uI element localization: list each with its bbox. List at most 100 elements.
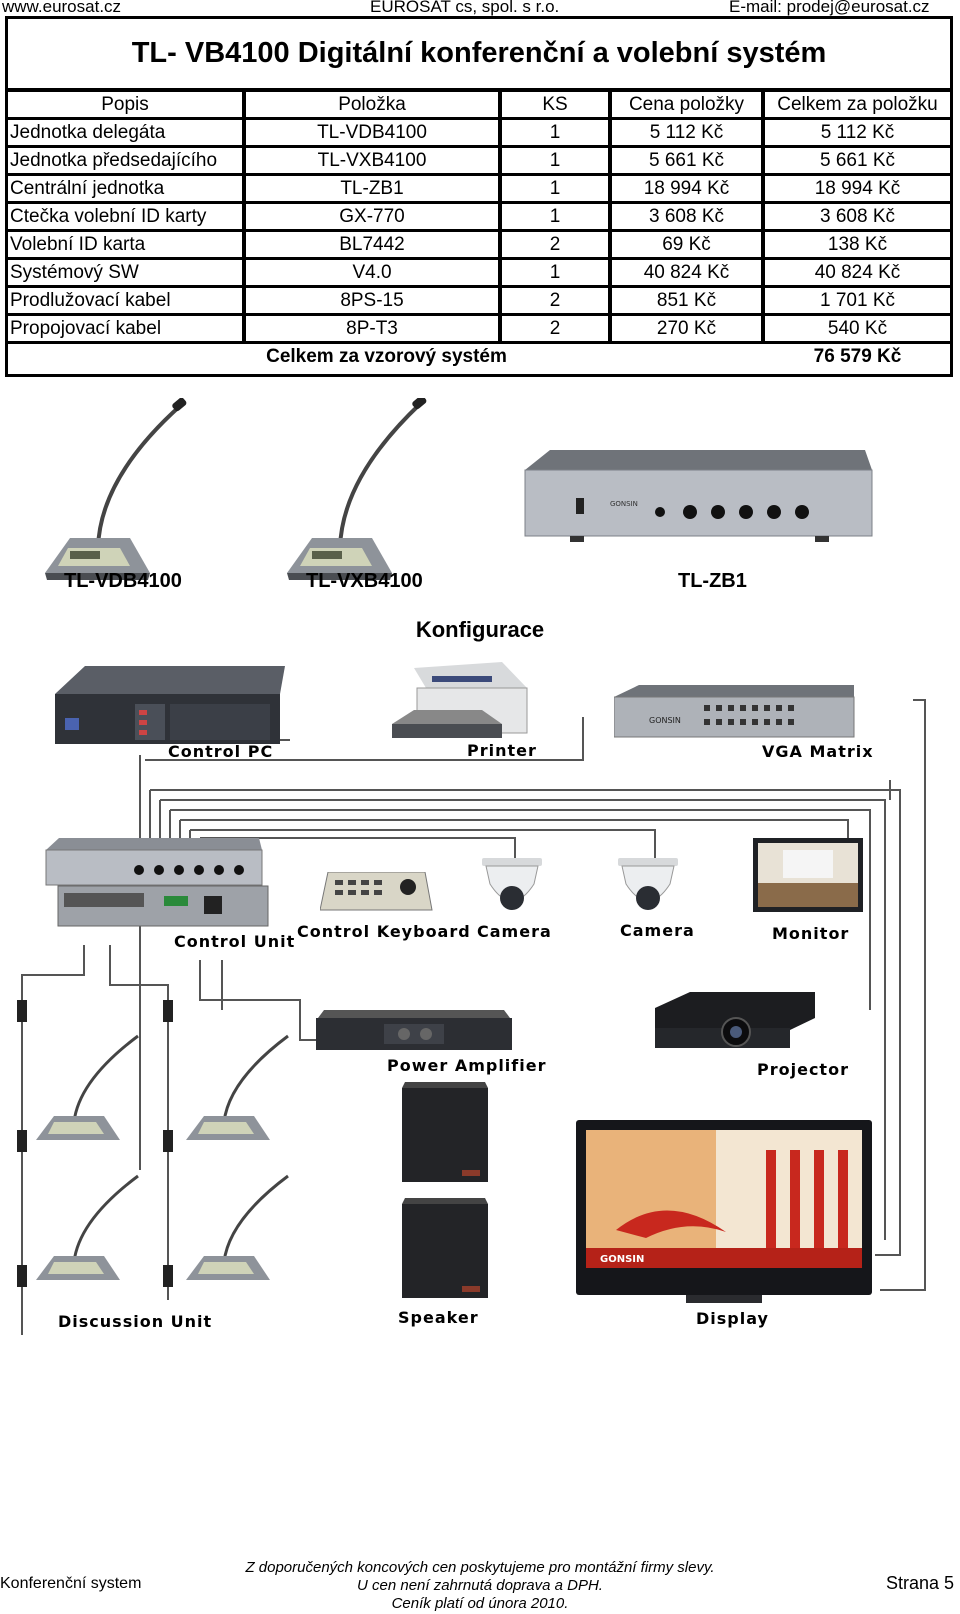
cell-description: Ctečka volební ID karty (8, 204, 246, 232)
cell-total: 540 Kč (765, 316, 950, 344)
device-label-control-keyboard: Control Keyboard (297, 922, 471, 941)
cell-item: TL-VXB4100 (246, 148, 502, 176)
cell-item: V4.0 (246, 260, 502, 288)
device-label-power-amplifier: Power Amplifier (387, 1056, 547, 1075)
device-label-speaker: Speaker (398, 1308, 479, 1327)
table-row: Volební ID karta BL7442 2 69 Kč 138 Kč (8, 232, 950, 260)
discussion-unit-image (36, 1034, 139, 1140)
table-total-row: Celkem za vzorový systém 76 579 Kč (8, 344, 950, 369)
title-divider (8, 88, 950, 92)
config-title: Konfigurace (415, 617, 545, 642)
cell-item: GX-770 (246, 204, 502, 232)
cell-total: 40 824 Kč (765, 260, 950, 288)
column-header: Celkem za položku (765, 92, 950, 120)
cell-unit-price: 851 Kč (612, 288, 765, 316)
control-unit-image (45, 838, 269, 927)
product-label-central: TL-ZB1 (678, 570, 747, 592)
footer-notes: Z doporučených koncových cen poskytujeme… (0, 1559, 960, 1613)
cell-description: Jednotka předsedajícího (8, 148, 246, 176)
cell-unit-price: 270 Kč (612, 316, 765, 344)
device-label-discussion-unit: Discussion Unit (58, 1312, 213, 1331)
header-website[interactable]: www.eurosat.cz (2, 0, 122, 16)
device-label-projector: Projector (757, 1060, 849, 1079)
speaker-image (402, 1082, 488, 1182)
footer-note-2: U cen není zahrnutá doprava a DPH. (357, 1577, 603, 1594)
footer-note-1: Z doporučených koncových cen poskytujeme… (245, 1559, 715, 1576)
table-row: Systémový SW V4.0 1 40 824 Kč 40 824 Kč (8, 260, 950, 288)
total-label: Celkem za vzorový systém (266, 345, 507, 367)
central-unit-brand: GONSIN (610, 500, 638, 508)
cell-unit-price: 18 994 Kč (612, 176, 765, 204)
discussion-unit-image (36, 1174, 139, 1280)
column-header: KS (502, 92, 612, 120)
cell-item: TL-ZB1 (246, 176, 502, 204)
footer-note-3: Ceník platí od února 2010. (391, 1595, 569, 1612)
camera-image (482, 858, 542, 910)
cell-unit-price: 69 Kč (612, 232, 765, 260)
projector-image (655, 992, 815, 1048)
cell-qty: 1 (502, 148, 612, 176)
cell-unit-price: 3 608 Kč (612, 204, 765, 232)
column-header: Popis (8, 92, 246, 120)
display-image: GONSIN (576, 1120, 872, 1303)
cell-total: 18 994 Kč (765, 176, 950, 204)
cell-description: Systémový SW (8, 260, 246, 288)
device-label-vga-matrix: VGA Matrix (762, 742, 874, 761)
product-label-chairman: TL-VXB4100 (306, 570, 423, 592)
cell-qty: 2 (502, 232, 612, 260)
cell-item: TL-VDB4100 (246, 120, 502, 148)
table-row: Propojovací kabel 8P-T3 2 270 Kč 540 Kč (8, 316, 950, 344)
control-pc-image (55, 666, 285, 744)
monitor-image (753, 838, 863, 912)
price-table: Popis Položka KS Cena položky Celkem za … (8, 92, 950, 369)
cell-total: 138 Kč (765, 232, 950, 260)
cell-description: Jednotka delegáta (8, 120, 246, 148)
cell-description: Prodlužovací kabel (8, 288, 246, 316)
device-label-camera-2: Camera (620, 921, 695, 940)
table-row: Prodlužovací kabel 8PS-15 2 851 Kč 1 701… (8, 288, 950, 316)
cell-qty: 1 (502, 260, 612, 288)
header-email[interactable]: E-mail: prodej@eurosat.cz (729, 0, 930, 16)
total-value: 76 579 Kč (813, 345, 902, 367)
cell-description: Centrální jednotka (8, 176, 246, 204)
cell-qty: 2 (502, 288, 612, 316)
device-label-camera-1: Camera (477, 922, 552, 941)
vga-matrix-image: GONSIN (614, 685, 855, 738)
cell-qty: 1 (502, 204, 612, 232)
table-header-row: Popis Položka KS Cena položky Celkem za … (8, 92, 950, 120)
product-label-delegate: TL-VDB4100 (64, 570, 182, 592)
cell-item: 8PS-15 (246, 288, 502, 316)
cell-unit-price: 5 112 Kč (612, 120, 765, 148)
device-label-display: Display (696, 1309, 769, 1328)
cell-qty: 2 (502, 316, 612, 344)
page-number: Strana 5 (885, 1573, 954, 1593)
cell-description: Volební ID karta (8, 232, 246, 260)
footer-left: Konferenční system (0, 1575, 142, 1592)
power-amplifier-image (316, 1010, 512, 1050)
table-row: Jednotka delegáta TL-VDB4100 1 5 112 Kč … (8, 120, 950, 148)
cell-item: BL7442 (246, 232, 502, 260)
chairman-unit-image (287, 398, 427, 580)
vga-matrix-brand: GONSIN (649, 716, 681, 725)
cell-total: 5 112 Kč (765, 120, 950, 148)
device-label-printer: Printer (467, 741, 537, 760)
device-label-control-pc: Control PC (168, 742, 274, 761)
page-title: TL- VB4100 Digitální konferenční a voleb… (131, 37, 827, 69)
central-unit-image: GONSIN (524, 450, 873, 542)
control-keyboard-image (320, 872, 433, 911)
header-company: EUROSAT cs, spol. s r.o. (370, 0, 560, 16)
device-label-monitor: Monitor (772, 924, 850, 943)
camera-image (618, 858, 678, 910)
column-header: Položka (246, 92, 502, 120)
cell-total: 3 608 Kč (765, 204, 950, 232)
device-label-control-unit: Control Unit (174, 932, 296, 951)
discussion-unit-image (186, 1034, 289, 1140)
price-box: TL- VB4100 Digitální konferenční a voleb… (5, 16, 953, 377)
cell-unit-price: 40 824 Kč (612, 260, 765, 288)
column-header: Cena položky (612, 92, 765, 120)
table-row: Centrální jednotka TL-ZB1 1 18 994 Kč 18… (8, 176, 950, 204)
cell-total: 5 661 Kč (765, 148, 950, 176)
speaker-image (402, 1198, 488, 1298)
printer-image (392, 662, 528, 738)
